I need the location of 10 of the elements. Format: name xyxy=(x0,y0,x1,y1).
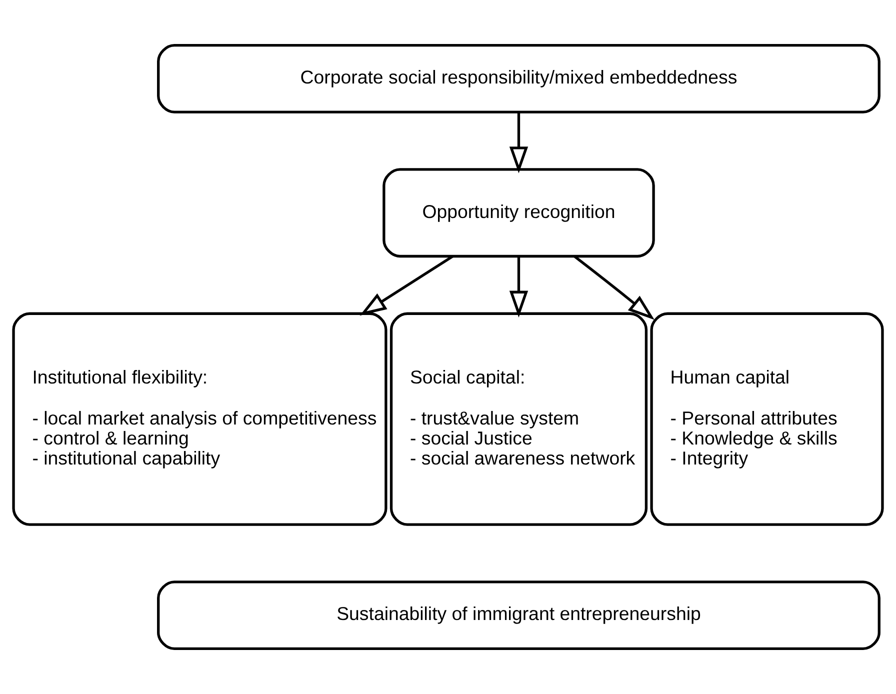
node-box: Corporate social responsibility/mixed embeddedness xyxy=(157,44,880,114)
arrow xyxy=(360,255,454,316)
node-box: Human capital - Personal attributes - Knowledge & skills - Integrity xyxy=(650,312,884,526)
node-box: Social capital: - trust&value system - social Justice - social awareness network xyxy=(390,312,648,526)
node-box: Institutional flexibility: - local market analysis of competitiveness - control & learning - institutional capability xyxy=(12,312,388,526)
arrow xyxy=(509,256,528,318)
node-box: Opportunity recognition xyxy=(382,168,655,258)
arrow xyxy=(574,256,655,320)
arrow xyxy=(509,112,528,174)
node-box: Sustainability of immigrant entrepreneurship xyxy=(157,580,880,650)
